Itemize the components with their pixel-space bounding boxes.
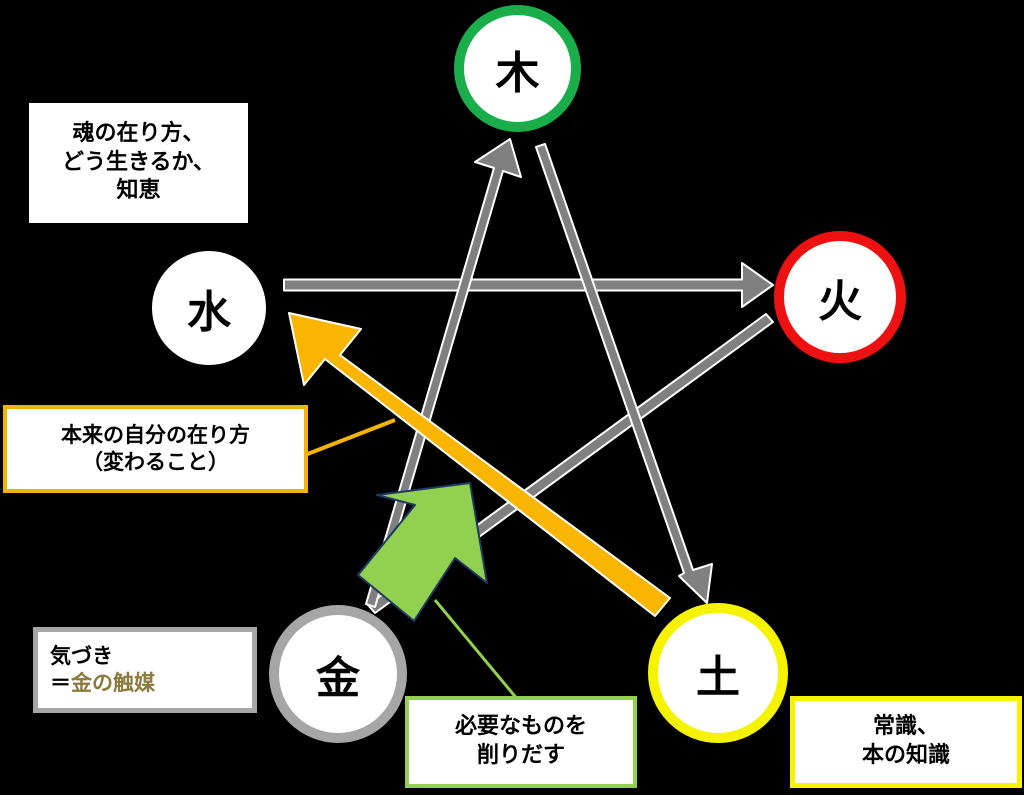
- wood-element-label: 木: [495, 47, 540, 99]
- fire-element-label: 火: [818, 276, 862, 327]
- arrow-green-cut: [357, 482, 488, 622]
- arrow-water-to-fire: [283, 262, 774, 308]
- self-note-line-1: 本来の自分の在り方: [61, 422, 250, 447]
- metal-element-node: 金: [269, 605, 407, 743]
- cut-note-line-1: 必要なものを: [454, 714, 587, 740]
- water-element-node: 水: [142, 241, 276, 375]
- arrow-metal-to-wood: [365, 138, 522, 608]
- water-note-line-2: どう生きるか、: [61, 149, 216, 175]
- fire-element-node: 火: [774, 231, 906, 363]
- earth-note-line-1: 常識、: [872, 714, 939, 740]
- water-note-line-1: 魂の在り方、: [72, 121, 205, 147]
- arrow-earth-to-water: [288, 312, 671, 617]
- earth-element-label: 土: [696, 652, 740, 703]
- self-note-line-2: （変わること）: [82, 450, 229, 474]
- wood-element-node: 木: [454, 5, 581, 132]
- metal-note-line-2: ＝金の触媒: [50, 670, 155, 697]
- arrow-wood-to-earth: [535, 143, 713, 604]
- cut-note-line-2: 削りだす: [476, 743, 565, 768]
- cut-note-box: 必要なものを 削りだす: [405, 696, 637, 788]
- water-note-line-3: 知恵: [116, 178, 161, 204]
- cut-note-connector: [433, 599, 520, 701]
- metal-note-highlight: 金の触媒: [71, 671, 155, 695]
- metal-note-line-1: 気づき: [50, 643, 113, 668]
- metal-note-box: 気づき ＝金の触媒: [33, 627, 257, 713]
- self-note-connector: [304, 418, 396, 457]
- metal-note-equals: ＝: [50, 671, 71, 695]
- water-element-label: 水: [187, 287, 231, 338]
- earth-note-line-2: 本の知識: [861, 743, 950, 768]
- earth-element-node: 土: [648, 603, 788, 743]
- metal-element-label: 金: [316, 653, 360, 704]
- earth-note-box: 常識、 本の知識: [790, 696, 1022, 788]
- self-note-box: 本来の自分の在り方 （変わること）: [3, 405, 308, 493]
- water-note-box: 魂の在り方、 どう生きるか、 知恵: [24, 98, 253, 228]
